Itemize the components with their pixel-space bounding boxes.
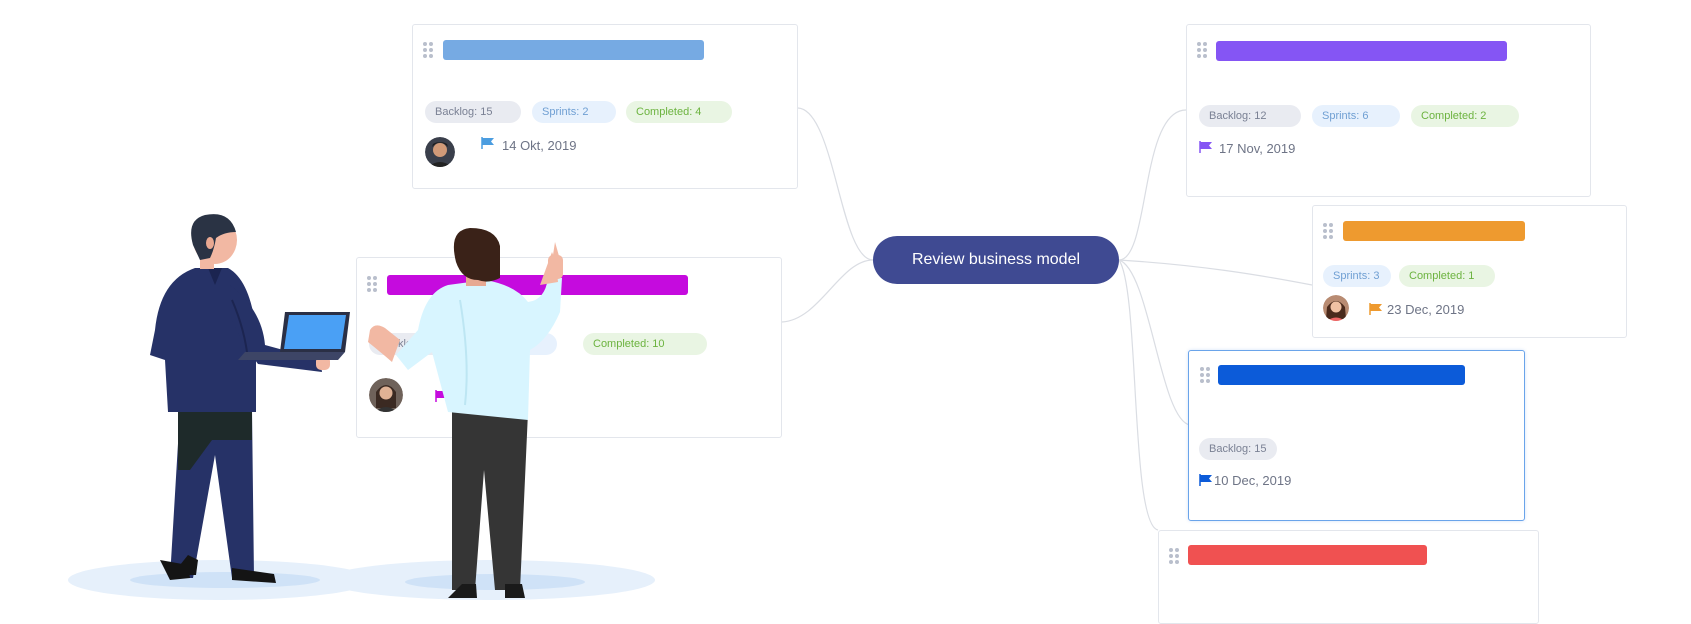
task-color-bar [1216,41,1507,61]
drag-handle-icon[interactable] [1169,548,1179,564]
sprints-badge: Sprints: 6 [1312,105,1400,127]
flag-icon [1369,303,1382,315]
connector-line [797,107,874,261]
completed-badge: Completed: 1 [1399,265,1495,287]
drag-handle-icon[interactable] [423,42,433,58]
backlog-badge: Backlog: 12 [1199,105,1301,127]
task-color-bar [443,40,704,60]
completed-badge: Completed: 10 [583,333,707,355]
connector-line [1118,259,1159,531]
task-color-bar [387,275,688,295]
connector-line [1118,109,1187,261]
task-card[interactable]: Backlog: 12 Sprints: 6 Completed: 2 17 N… [1186,24,1591,197]
task-card-selected[interactable]: Backlog: 15 10 Dec, 2019 [1188,350,1525,521]
task-card[interactable]: Backlog: 15 Sprints: 2 Completed: 4 14 O… [412,24,798,189]
sprints-badge: Sprints: 4 [477,333,557,355]
avatar [425,137,455,167]
due-date: 10 Dec, 2019 [1214,473,1292,488]
due-date: 23 Dec, 2019 [1387,302,1465,317]
avatar [1323,295,1349,321]
drag-handle-icon[interactable] [1197,42,1207,58]
connector-line [1118,259,1313,286]
drag-handle-icon[interactable] [1200,367,1210,383]
task-color-bar [1188,545,1427,565]
drag-handle-icon[interactable] [367,276,377,292]
due-date: 17 Nov, 2019 [1219,141,1296,156]
backlog-badge: Backlog: 15 [1199,438,1277,460]
flag-icon [435,390,448,402]
due-date: 14 Okt, 2019 [502,138,577,153]
backlog-badge: Backlog: 5 [369,333,455,355]
task-color-bar [1218,365,1465,385]
avatar [369,378,403,412]
connector-line [1118,259,1191,426]
task-card[interactable]: Sprints: 3 Completed: 1 23 Dec, 2019 [1312,205,1627,338]
task-card[interactable]: Backlog: 5 Sprints: 4 Completed: 10 [356,257,782,438]
sprints-badge: Sprints: 2 [532,101,616,123]
root-node[interactable]: Review business model [873,236,1119,284]
sprints-badge: Sprints: 3 [1323,265,1391,287]
drag-handle-icon[interactable] [1323,223,1333,239]
completed-badge: Completed: 4 [626,101,732,123]
completed-badge: Completed: 2 [1411,105,1519,127]
flag-icon [1199,474,1212,486]
flag-icon [481,137,494,149]
flag-icon [1199,141,1212,153]
backlog-badge: Backlog: 15 [425,101,521,123]
task-color-bar [1343,221,1525,241]
task-card[interactable] [1158,530,1539,624]
connector-line [781,259,874,323]
